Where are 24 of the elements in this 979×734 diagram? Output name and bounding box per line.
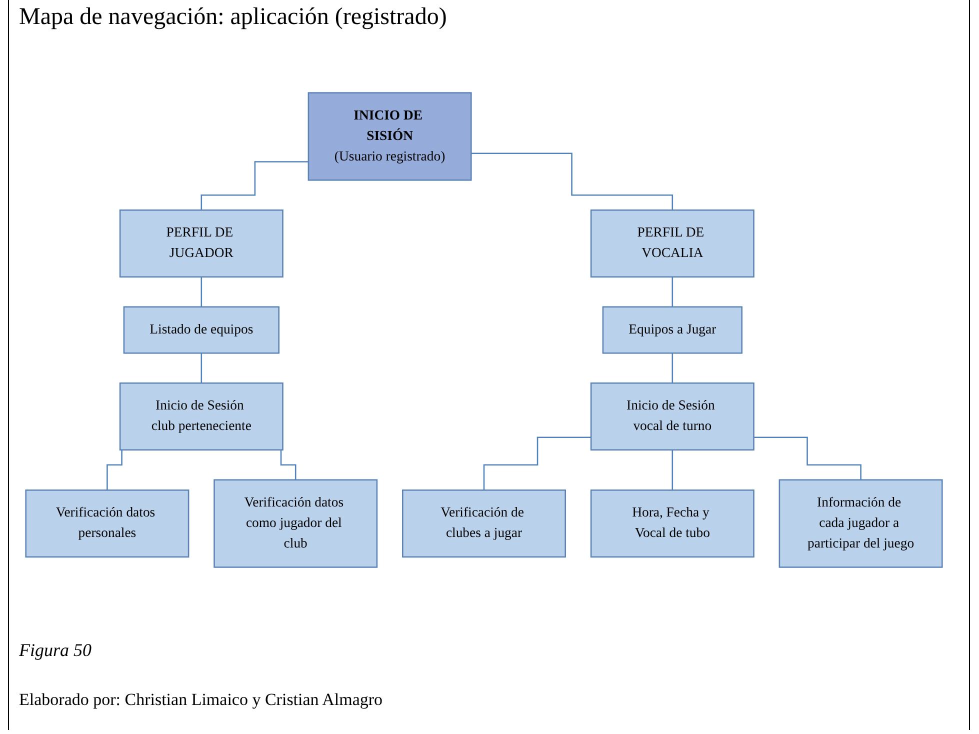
connector [754,436,862,480]
figure-caption: Figura 50 [19,640,92,661]
connector [200,352,202,384]
node-box: Verificación de clubes a jugar [402,490,566,558]
connector [672,352,674,384]
connector [672,276,674,308]
node-box: Verificación datos como jugador del club [214,479,378,568]
node-box: Verificación datos personales [25,490,190,558]
node-box: Equipos a Jugar [602,306,742,354]
node-box: INICIO DE SISIÓN (Usuario registrado) [308,92,472,181]
node-box: PERFIL DE JUGADOR [119,209,284,278]
node-box: Información de cada jugador a participar del juego [778,479,943,568]
node-box: Inicio de Sesión vocal de turno [590,382,754,451]
credit-note: Elaborado por: Christian Limaico y Cristian Almagro [19,690,383,710]
node-box: PERFIL DE VOCALIA [590,209,754,278]
connector [483,436,592,491]
node-box: Listado de equipos [123,306,280,354]
connector [471,152,674,211]
node-box: Hora, Fecha y Vocal de tubo [590,490,754,558]
node-box: Inicio de Sesión club perteneciente [119,382,284,451]
connector [200,276,202,308]
diagram-title: Mapa de navegación: aplicación (registrado) [19,4,447,31]
connector [672,449,674,491]
connector [200,161,308,211]
